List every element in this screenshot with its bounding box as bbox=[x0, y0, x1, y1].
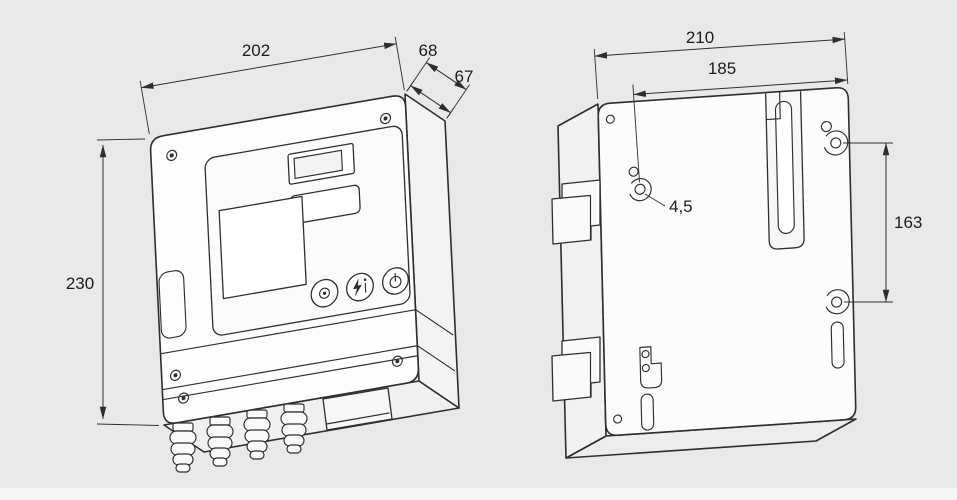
mounting-hole-upper-left bbox=[628, 166, 652, 202]
dim-label: 202 bbox=[242, 41, 270, 60]
info-button[interactable] bbox=[346, 271, 374, 303]
rear-details bbox=[605, 91, 850, 431]
mounting-hole-bottom-right bbox=[825, 289, 850, 369]
dim-label: 68 bbox=[419, 41, 438, 60]
lightning-icon bbox=[353, 278, 362, 298]
isometric-view: 202 68 67 230 bbox=[66, 36, 474, 473]
label-field bbox=[218, 195, 307, 300]
display-window bbox=[287, 142, 355, 185]
dimension-depth-67: 67 bbox=[406, 67, 474, 119]
rear-view: 4,5 210 185 163 bbox=[551, 28, 922, 459]
dim-label: 4,5 bbox=[669, 197, 693, 216]
power-button[interactable] bbox=[381, 266, 409, 296]
corner-screw bbox=[380, 112, 392, 125]
dim-label: 230 bbox=[66, 274, 94, 293]
vent-slot bbox=[640, 393, 655, 431]
reset-dot-icon bbox=[322, 291, 327, 295]
cable-gland bbox=[280, 403, 308, 454]
dimension-height-230: 230 bbox=[66, 138, 160, 426]
dimension-hole-diameter: 4,5 bbox=[644, 193, 693, 216]
info-i-icon bbox=[363, 278, 367, 281]
hook-channel bbox=[764, 91, 805, 250]
corner-hole bbox=[605, 114, 615, 124]
side-seam-lines bbox=[415, 309, 456, 372]
dimension-hole-spacing-163: 163 bbox=[843, 142, 922, 303]
cover-seam-lines bbox=[160, 309, 419, 401]
corner-hole bbox=[613, 414, 623, 424]
mounting-tab-upper bbox=[551, 179, 601, 245]
corner-screw bbox=[166, 149, 178, 162]
corner-screw bbox=[178, 392, 190, 404]
front-face-details bbox=[158, 112, 419, 404]
bottom-connector bbox=[322, 387, 393, 431]
dimension-width-202: 202 bbox=[139, 36, 405, 135]
dimension-185: 185 bbox=[632, 59, 848, 183]
cable-gland bbox=[243, 409, 271, 460]
dim-label: 210 bbox=[686, 28, 714, 47]
footer-strip bbox=[0, 488, 957, 500]
corner-screw bbox=[391, 355, 403, 367]
dim-label: 163 bbox=[894, 213, 922, 232]
dim-label: 185 bbox=[708, 59, 736, 78]
mounting-tab-lower bbox=[551, 336, 601, 402]
side-label bbox=[158, 270, 187, 339]
reset-button[interactable] bbox=[310, 277, 339, 309]
mounting-hole-top-right bbox=[820, 120, 849, 156]
cable-gland bbox=[206, 416, 234, 467]
dim-label: 67 bbox=[455, 67, 474, 86]
dimension-width-210: 210 bbox=[593, 28, 849, 100]
bottom-left-hook bbox=[639, 346, 663, 431]
cover-screw bbox=[169, 369, 181, 381]
cable-gland bbox=[169, 422, 197, 473]
vent-slot bbox=[830, 321, 845, 369]
